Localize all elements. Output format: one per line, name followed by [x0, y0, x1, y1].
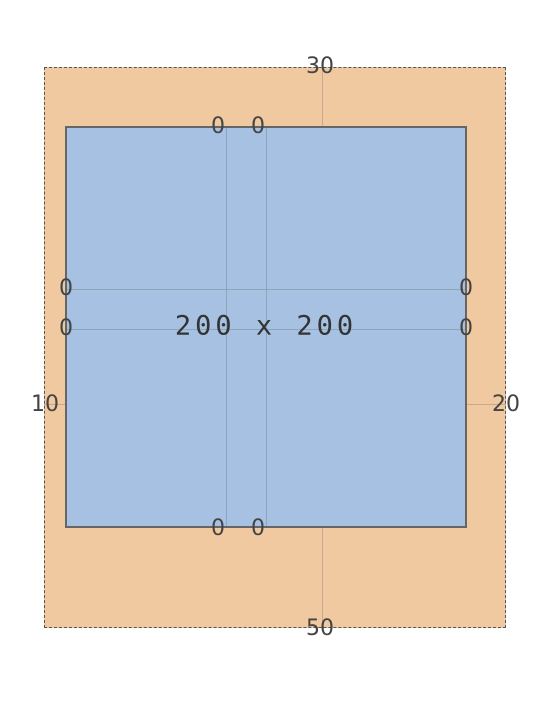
- guide-line-horizontal-padding-bottom: [65, 329, 467, 330]
- padding-right-label-b: 0: [459, 316, 473, 341]
- padding-top-label-b: 0: [251, 114, 265, 139]
- margin-bottom-label: 50: [306, 616, 334, 641]
- margin-left-label: 10: [31, 392, 59, 417]
- content-area: [65, 126, 467, 528]
- padding-bottom-label-b: 0: [251, 516, 265, 541]
- content-size-label: 200 x 200: [174, 310, 358, 342]
- padding-right-label-a: 0: [459, 276, 473, 301]
- guide-line-horizontal-padding-top: [65, 289, 467, 290]
- margin-top-label: 30: [306, 54, 334, 79]
- guide-line-vertical-padding-right: [266, 126, 267, 528]
- padding-left-label-b: 0: [59, 316, 73, 341]
- padding-top-label-a: 0: [211, 114, 225, 139]
- padding-bottom-label-a: 0: [211, 516, 225, 541]
- guide-line-vertical-padding-left: [226, 126, 227, 528]
- margin-right-label: 20: [492, 392, 520, 417]
- padding-left-label-a: 0: [59, 276, 73, 301]
